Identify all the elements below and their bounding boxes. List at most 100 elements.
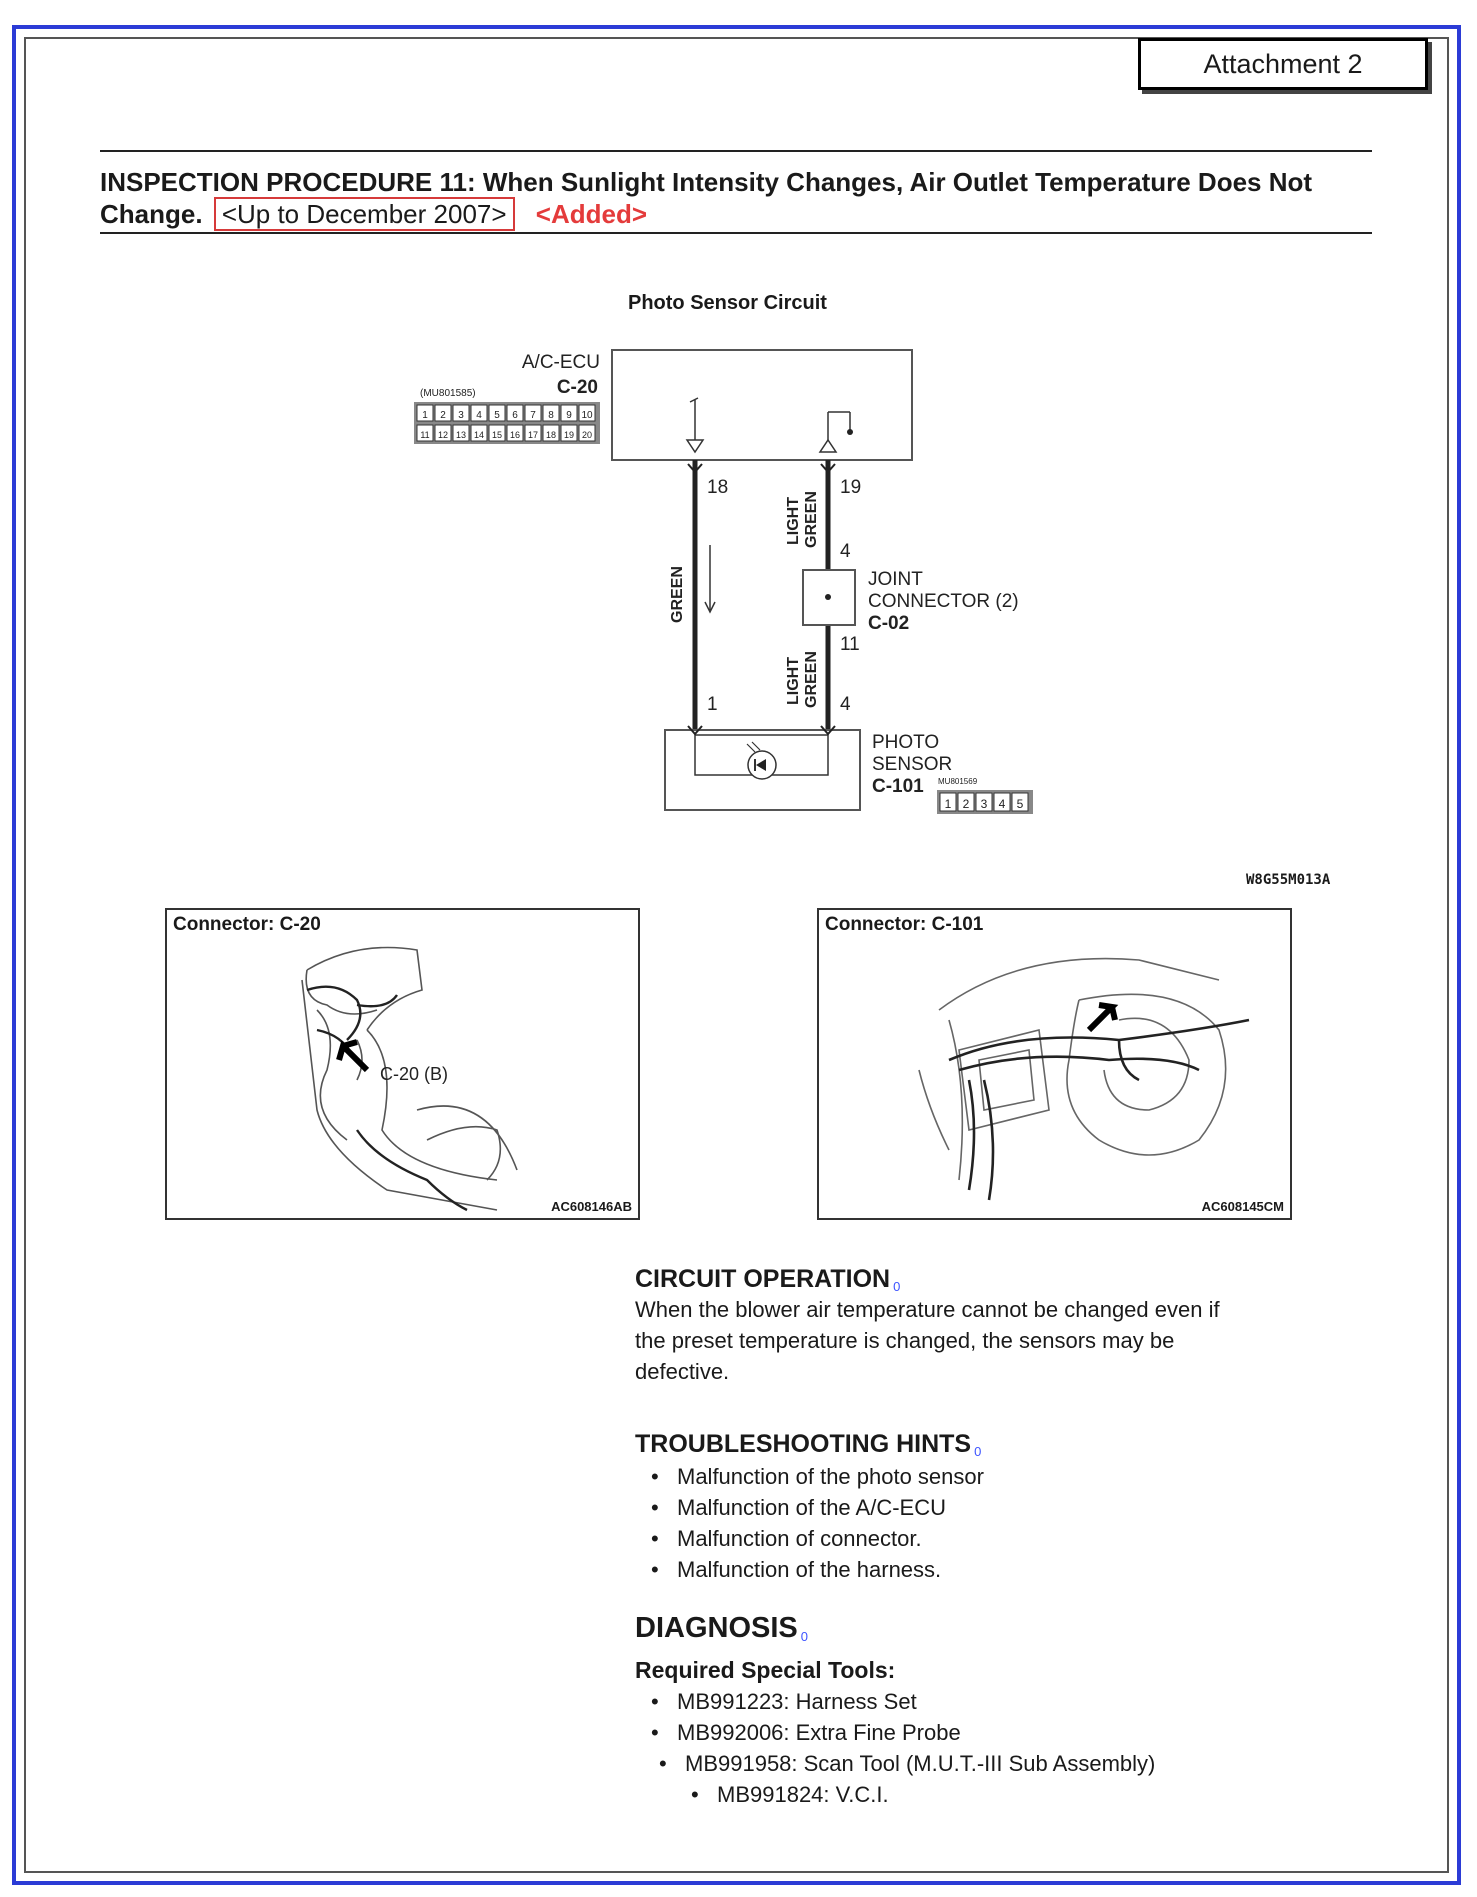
dashboard-illustration [918,957,1250,1201]
ecu-label: A/C-ECU [522,352,600,373]
sensor-label-2: SENSOR [872,754,952,775]
pin-cell [524,404,542,422]
list-item: Malfunction of the photo sensor [651,1461,984,1492]
connector-c20-code: AC608146AB [551,1199,632,1214]
diagram-title: Photo Sensor Circuit [628,292,827,314]
list-item: Malfunction of the A/C-ECU [651,1492,984,1523]
top-rule [100,150,1372,152]
list-item: MB991958: Scan Tool (M.U.T.-III Sub Asse… [659,1748,1155,1779]
sensor-connector-id: C-101 [872,776,924,797]
pin-number: 5 [494,410,500,421]
joint-label-3: C-02 [868,613,909,634]
pin-number: 12 [438,430,448,440]
pin-19-label: 19 [840,477,861,498]
pin-cell [434,424,452,442]
pin-cell [470,404,488,422]
list-item: Malfunction of the harness. [651,1554,984,1585]
photo-sensor-box [664,729,861,811]
pin-number: 15 [492,430,502,440]
page-frame-inner [24,37,1449,1873]
ecu-box [611,349,913,461]
joint-label-2: CONNECTOR (2) [868,591,1019,612]
pin-cell [975,792,993,812]
troubleshooting-list: Malfunction of the photo sensor Malfunct… [635,1461,984,1585]
pin-cell [542,424,560,442]
attachment-label: Attachment 2 [1138,38,1428,90]
list-item: MB992006: Extra Fine Probe [651,1717,1155,1748]
troubleshooting-marker: 0 [974,1444,982,1459]
circuit-operation-line-2: the preset temperature is changed, the s… [635,1328,1175,1353]
list-item: MB991223: Harness Set [651,1686,1155,1717]
pin-cell [957,792,975,812]
pin-number: 1 [422,410,428,421]
pin-cell [452,404,470,422]
pin-cell [560,404,578,422]
sensor-label-1: PHOTO [872,732,939,753]
pin-cell [434,404,452,422]
pin-number: 2 [440,410,446,421]
heading-text: INSPECTION PROCEDURE 11: When Sunlight I… [100,167,1313,229]
heading-rule [100,232,1372,234]
pin-number: 18 [546,430,556,440]
pin-18-label: 18 [707,477,728,498]
pin-number: 8 [548,410,554,421]
pin-cell [993,792,1011,812]
list-item: MB991824: V.C.I. [691,1779,1155,1810]
pin-number: 17 [528,430,538,440]
pin-cell [1011,792,1029,812]
pin-number: 9 [566,410,572,421]
joint-label-1: JOINT [868,569,923,590]
wire-label-green-top: GREEN [803,491,820,548]
pin-cell [939,792,957,812]
pin-number: 2 [963,797,970,811]
pin-cell [416,424,434,442]
pin-cell [506,424,524,442]
pin-number: 14 [474,430,484,440]
pin-number: 1 [945,797,952,811]
wire-label-green-bottom: GREEN [803,651,820,708]
pin-number: 10 [581,410,593,421]
connector-c101-code: AC608145CM [1201,1199,1284,1214]
pin-cell [542,404,560,422]
connector-c101-panel: Connector: C-101 AC608145CM [817,908,1292,1220]
connector-c101-label: Connector: C-101 [825,914,984,935]
pin-number: 3 [458,410,464,421]
wire-label-light-bottom: LIGHT [785,657,802,705]
ecu-connector-id: C-20 [557,377,598,398]
pin-number: 20 [582,430,592,440]
joint-pin-top-label: 4 [840,541,851,562]
diagram-code: W8G55M013A [1246,872,1331,888]
pin-cell [578,424,596,442]
pin-cell [488,424,506,442]
pin-number: 7 [530,410,536,421]
pin-cell [578,404,596,422]
pin-number: 5 [1017,797,1024,811]
pin-number: 13 [456,430,466,440]
c20-callout: C-20 (B) [380,1064,448,1084]
pin-number: 4 [999,797,1006,811]
connector-c20-label: Connector: C-20 [173,914,321,935]
sensor-pin-4-label: 4 [840,694,851,715]
pin-number: 6 [512,410,518,421]
pin-number: 11 [420,430,429,440]
pin-cell [452,424,470,442]
pin-cell [488,404,506,422]
subtools-list: MB991824: V.C.I. [635,1779,1155,1810]
console-illustration: C-20 (B) [301,946,518,1212]
sensor-part-number: MU801569 [938,777,978,786]
circuit-operation-line-3: defective. [635,1359,730,1384]
ecu-part-number: (MU801585) [420,388,476,399]
sensor-pin-1-label: 1 [707,694,718,715]
pin-cell [560,424,578,442]
date-range-box: <Up to December 2007> [213,197,515,231]
pin-cell [470,424,488,442]
connector-c20-panel: Connector: C-20 C-20 (B) AC608146AB [165,908,640,1220]
pin-cell [524,424,542,442]
